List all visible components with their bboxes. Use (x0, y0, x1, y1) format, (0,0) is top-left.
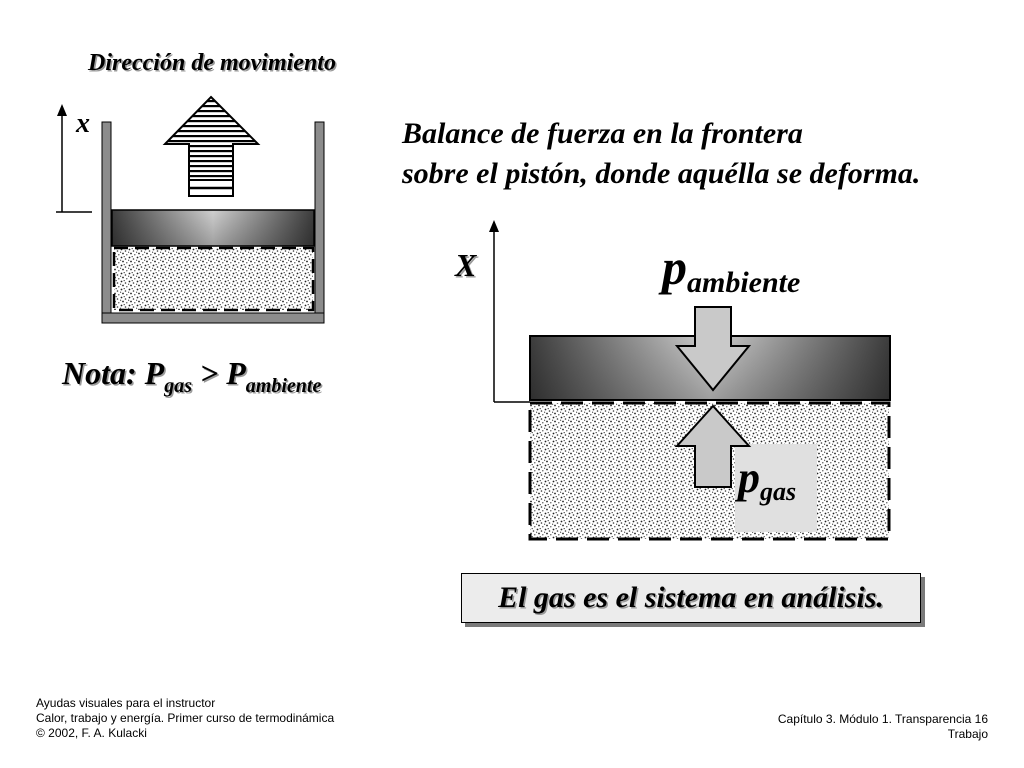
balance-line-1: Balance de fuerza en la frontera (402, 117, 803, 150)
note-prefix: Nota: P (62, 355, 165, 391)
p-ambiente-subscript: ambiente (687, 266, 801, 299)
pgas-label-box (735, 444, 817, 532)
cylinder-bottom (101, 312, 325, 324)
pressure-gas-arrow-icon (674, 404, 752, 488)
system-caption: El gas es el sistema en análisis. (461, 573, 921, 623)
gas-small (112, 246, 315, 312)
footer-right-line-1: Capítulo 3. Módulo 1. Transparencia 16 (777, 712, 988, 726)
axis-x-big-label: X (455, 247, 477, 283)
axis-x-small-label: x (76, 108, 90, 139)
balance-description: Balance de fuerza en la frontera sobre e… (402, 114, 920, 194)
footer-left-line-2: Calor, trabajo y energía. Primer curso d… (36, 711, 335, 725)
footer-left: Ayudas visuales para el instructor Calor… (36, 696, 334, 741)
note-middle: > P (192, 355, 246, 391)
p-gas-symbol: p (738, 453, 760, 502)
balance-line-2: sobre el pistón, donde aquélla se deform… (402, 157, 921, 190)
piston-small-shade (112, 210, 314, 246)
note-inequality: Nota: Pgas > Pambiente (62, 355, 321, 397)
axis-x-big-arrowhead (489, 220, 499, 232)
footer-right-line-2: Trabajo (947, 727, 988, 741)
note-sub-ambiente: ambiente (245, 375, 322, 397)
p-ambiente-label: pambiente (662, 238, 801, 299)
footer-right: Capítulo 3. Módulo 1. Transparencia 16 T… (778, 712, 988, 742)
note-sub-gas: gas (164, 375, 192, 397)
axis-x-small-arrowhead (57, 104, 67, 116)
footer-left-line-1: Ayudas visuales para el instructor (36, 696, 216, 710)
pressure-ambient-arrow-icon (674, 306, 752, 392)
p-gas-subscript: gas (760, 477, 797, 506)
p-ambiente-symbol: p (662, 239, 687, 295)
footer-left-line-3: © 2002, F. A. Kulacki (36, 726, 147, 740)
cylinder-right-wall (314, 121, 325, 323)
p-gas-label: pgas (738, 452, 797, 506)
cylinder-left-wall (101, 121, 112, 323)
direction-label: Dirección de movimiento (88, 50, 336, 76)
